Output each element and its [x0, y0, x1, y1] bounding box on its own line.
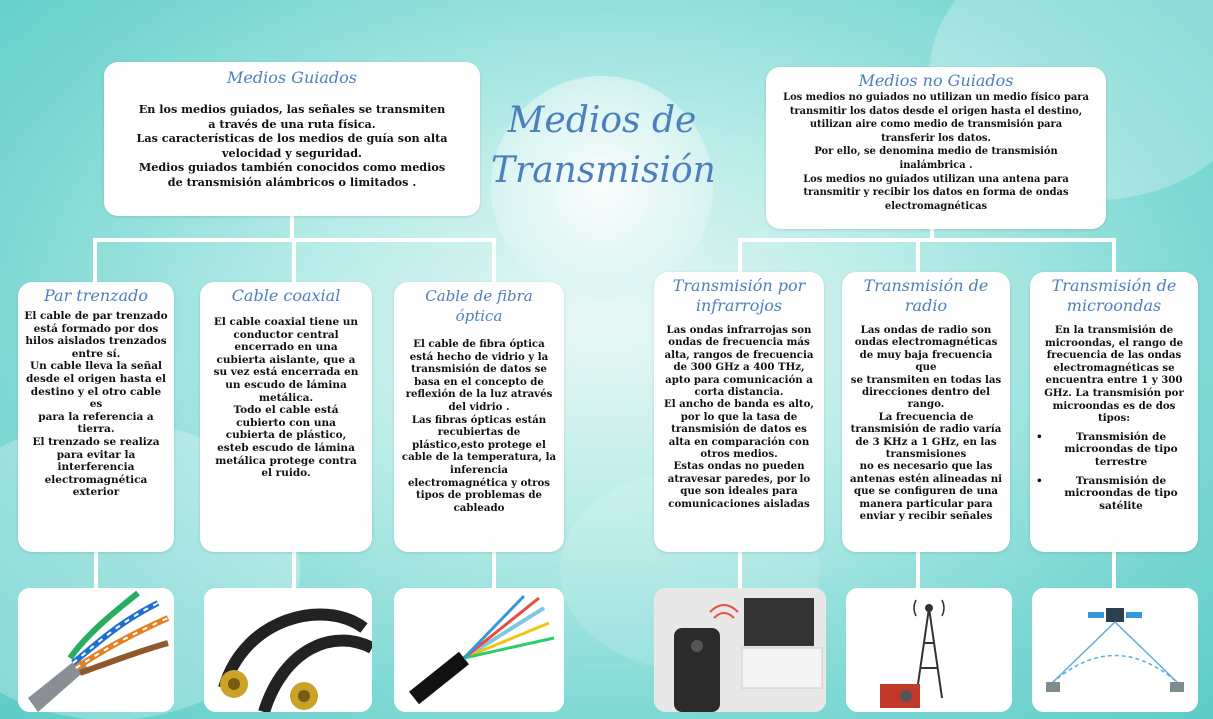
image-connector-1	[94, 550, 98, 590]
unguided-card: Medios no Guiados Los medios no guiados …	[766, 67, 1106, 229]
fiber-optic-illustration	[394, 588, 564, 712]
twisted-pair-illustration	[18, 588, 174, 712]
bullet-satelite: Transmisión de microondas de tipo satéli…	[1036, 475, 1192, 513]
par-trenzado-text: El cable de par trenzado está formado po…	[24, 310, 168, 499]
image-connector-6	[1112, 552, 1116, 590]
guided-heading: Medios Guiados	[227, 68, 357, 87]
connector-right-drop-2	[916, 238, 920, 272]
connector-right-horizontal	[738, 238, 1116, 242]
guided-text: En los medios guiados, las señales se tr…	[136, 102, 448, 189]
radio-heading: Transmisión de radio	[863, 276, 989, 315]
infrarrojos-text: Las ondas infrarrojas son ondas de frecu…	[664, 324, 814, 510]
microwave-satellite-image	[1032, 588, 1198, 712]
connector-right-vertical	[930, 226, 934, 240]
unguided-text: Los medios no guiados no utilizan un med…	[783, 92, 1089, 212]
radio-card: Transmisión de radio Las ondas de radio …	[842, 272, 1010, 552]
page-title: Medios de Transmisión	[491, 100, 716, 191]
cable-coaxial-text: El cable coaxial tiene un conductor cent…	[213, 316, 359, 480]
image-connector-5	[916, 552, 920, 590]
connector-right-drop-3	[1112, 238, 1116, 272]
cable-coaxial-card: Cable coaxial El cable coaxial tiene un …	[200, 282, 372, 552]
connector-left-drop-2	[292, 238, 296, 284]
fibra-optica-card: Cable de fibra óptica El cable de fibra …	[394, 282, 564, 552]
guided-card: Medios Guiados En los medios guiados, la…	[104, 62, 480, 216]
infrared-remote-illustration	[654, 588, 826, 712]
title-circle	[491, 76, 713, 298]
image-connector-4	[738, 552, 742, 590]
twisted-pair-image	[18, 588, 174, 712]
infrarrojos-heading: Transmisión por infrarrojos	[672, 276, 806, 315]
infrared-remote-image	[654, 588, 826, 712]
unguided-heading: Medios no Guiados	[858, 71, 1014, 90]
connector-left-vertical	[290, 214, 294, 240]
bullet-terrestre: Transmisión de microondas de tipo terres…	[1036, 431, 1192, 469]
microondas-bullets: Transmisión de microondas de tipo terres…	[1036, 431, 1192, 513]
connector-left-drop-1	[93, 238, 97, 284]
cable-coaxial-heading: Cable coaxial	[231, 286, 341, 305]
microwave-satellite-illustration	[1032, 588, 1198, 712]
radio-text: Las ondas de radio son ondas electromagn…	[850, 324, 1002, 523]
connector-left-drop-3	[492, 238, 496, 284]
microondas-card: Transmisión de microondas En la transmis…	[1030, 272, 1198, 552]
radio-tower-illustration	[846, 588, 1012, 712]
fiber-optic-image	[394, 588, 564, 712]
coaxial-cable-image	[204, 588, 372, 712]
microondas-heading: Transmisión de microondas	[1051, 276, 1177, 315]
par-trenzado-card: Par trenzado El cable de par trenzado es…	[18, 282, 174, 552]
radio-tower-image	[846, 588, 1012, 712]
microondas-text: En la transmisión de microondas, el rang…	[1044, 324, 1184, 425]
coaxial-cable-illustration	[204, 588, 372, 712]
infrarrojos-card: Transmisión por infrarrojos Las ondas in…	[654, 272, 824, 552]
image-connector-2	[292, 550, 296, 590]
connector-right-drop-1	[738, 238, 742, 272]
fibra-optica-heading: Cable de fibra óptica	[425, 287, 533, 325]
image-connector-3	[492, 550, 496, 590]
fibra-optica-text: El cable de fibra óptica está hecho de v…	[401, 338, 557, 514]
par-trenzado-heading: Par trenzado	[43, 286, 148, 305]
